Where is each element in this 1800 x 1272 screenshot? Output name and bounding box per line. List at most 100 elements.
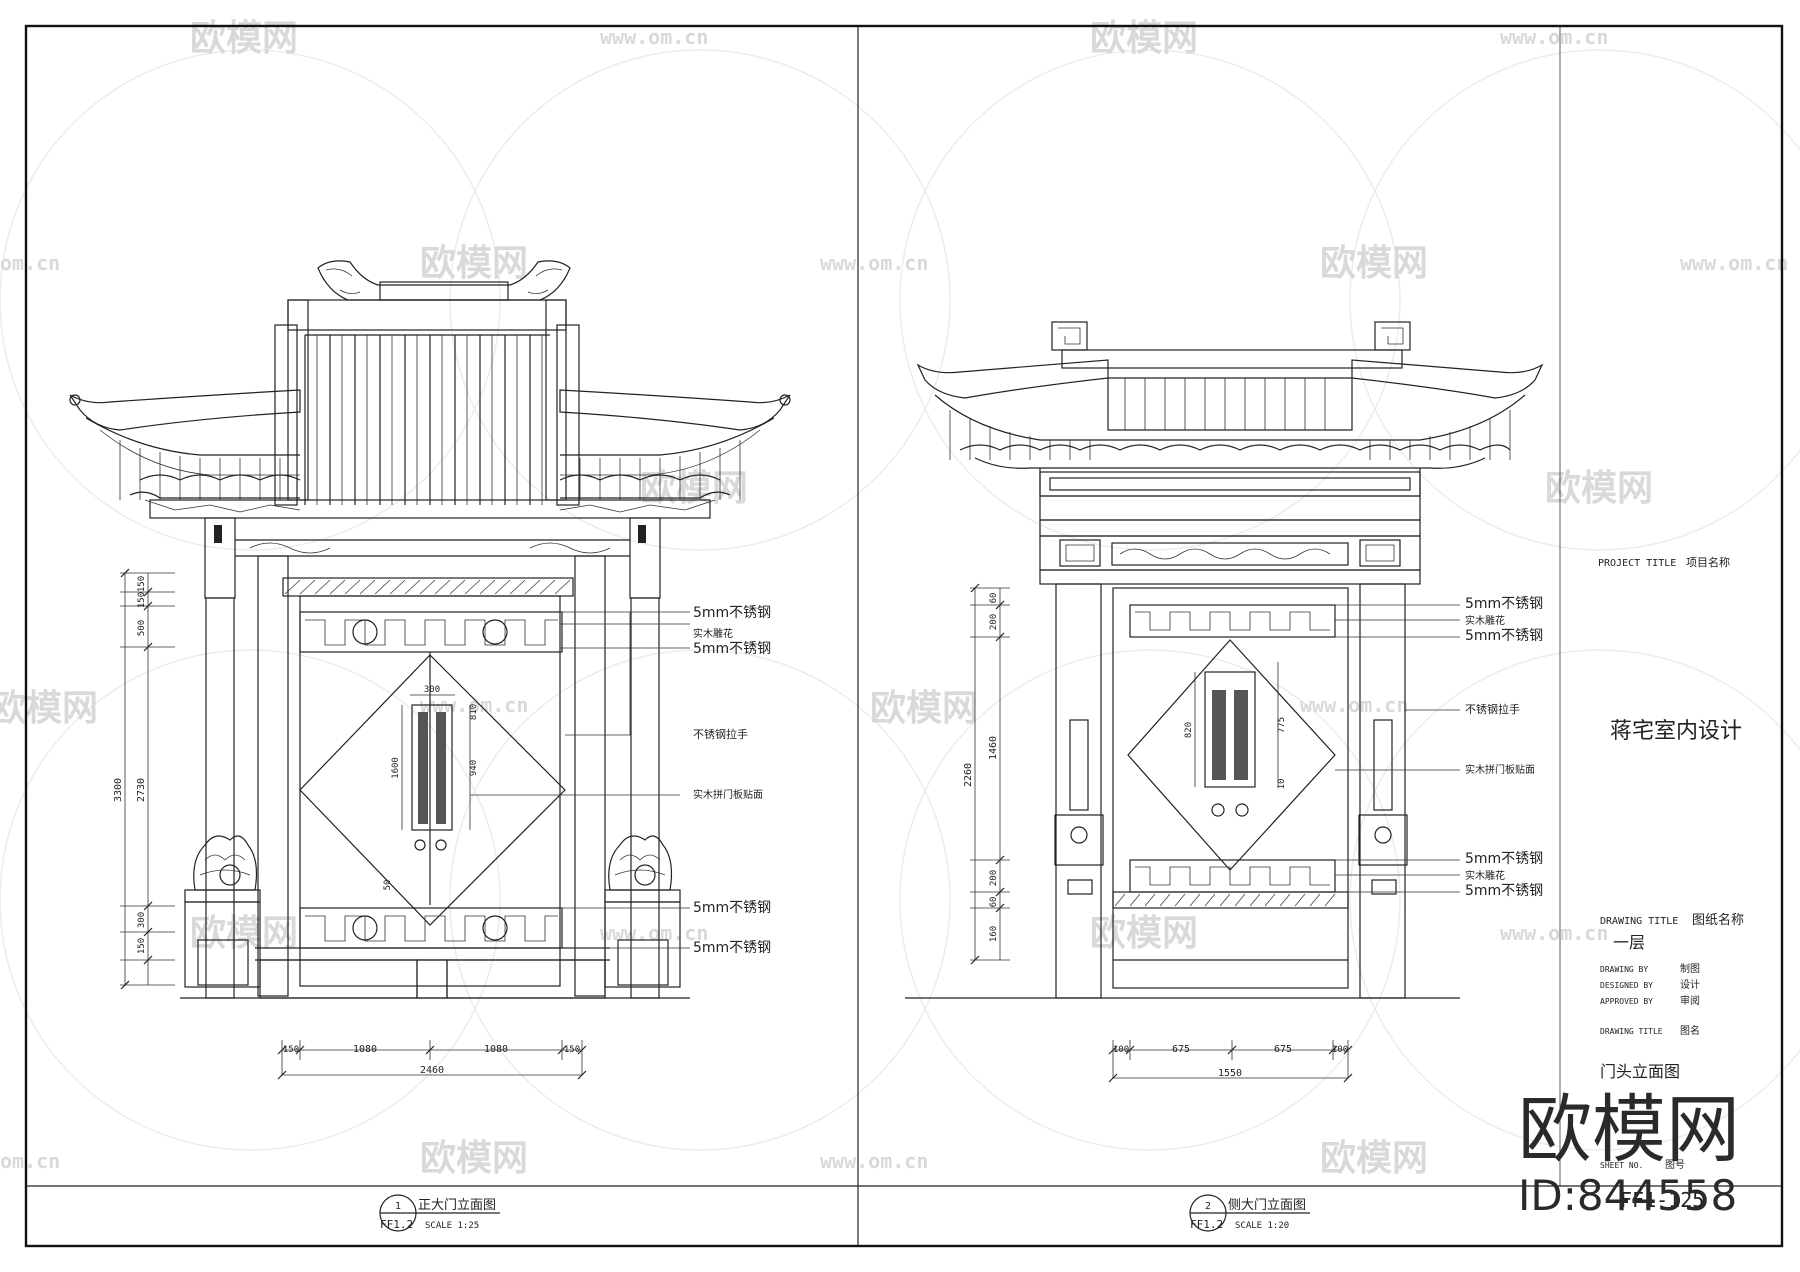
dim-total: 2460 — [420, 1065, 444, 1076]
note-text: 实木雕花 — [693, 627, 733, 640]
title-number: 1 — [395, 1201, 401, 1212]
note-text: 5mm不锈钢 — [693, 605, 771, 621]
note-text: 实木雕花 — [1465, 869, 1505, 882]
note-text: 不锈钢拉手 — [693, 727, 748, 741]
dim-text: 2260 — [963, 763, 974, 787]
door-frame — [255, 577, 610, 987]
title-scale: SCALE 1:20 — [1235, 1221, 1289, 1231]
left-base-step — [180, 959, 690, 999]
left-leader-notes: 5mm不锈钢 实木雕花 5mm不锈钢 不锈钢拉手 实木拼门板贴面 5mm不锈钢 … — [470, 605, 771, 956]
title-ref: FF1.2 — [1190, 1218, 1223, 1231]
dim-text: 2730 — [136, 778, 147, 802]
designed-by-value: 设计 — [1680, 978, 1700, 991]
side-door — [905, 587, 1460, 999]
dim-text: 150 — [564, 1045, 580, 1055]
watermark-url: www.om.cn — [1500, 921, 1608, 945]
left-drawing-title: 1 正大门立面图 FF1.2 SCALE 1:25 — [379, 1194, 500, 1232]
title-block: PROJECT TITLE 项目名称 蒋宅室内设计 DRAWING TITLE … — [1598, 555, 1744, 1212]
note-text: 实木雕花 — [1465, 614, 1505, 627]
note-text: 5mm不锈钢 — [693, 940, 771, 956]
posts — [205, 555, 660, 999]
lion-statue-right — [604, 835, 681, 988]
watermark-url: www.om.cn — [820, 1149, 928, 1173]
approved-by-value: 审阅 — [1680, 994, 1700, 1007]
dim-text: 675 — [1274, 1044, 1292, 1055]
right-leader-notes: 5mm不锈钢 实木雕花 5mm不锈钢 不锈钢拉手 实木拼门板贴面 5mm不锈钢 … — [1335, 596, 1543, 899]
watermark-url: om.cn — [0, 1149, 60, 1173]
title-ref: FF1.2 — [380, 1218, 413, 1231]
right-drawing-title: 2 侧大门立面图 FF1.2 SCALE 1:20 — [1189, 1194, 1310, 1232]
upper-roof — [274, 299, 580, 506]
watermark-brand: 欧模网 — [420, 243, 528, 284]
drawn-by-label: DRAWING BY — [1600, 965, 1648, 974]
watermark-brand: 欧模网 — [190, 913, 298, 954]
project-name: 蒋宅室内设计 — [1610, 719, 1742, 744]
approved-by-label: APPROVED BY — [1600, 997, 1653, 1006]
dim-text: 50 — [383, 880, 393, 891]
note-text: 实木拼门板贴面 — [693, 788, 763, 801]
dim-text: 10 — [1277, 779, 1287, 790]
right-elevation-drawing: 2260 200 60 1460 200 60 160 820 775 10 5… — [905, 321, 1544, 1232]
drawing-title-label: DRAWING TITLE — [1600, 916, 1678, 927]
dim-text: 1080 — [353, 1044, 377, 1055]
title-scale: SCALE 1:25 — [425, 1221, 479, 1231]
drawing-name: 门头立面图 — [1600, 1062, 1680, 1081]
dim-text: 60 — [989, 593, 999, 604]
note-text: 5mm不锈钢 — [1465, 596, 1543, 612]
watermark-brand: 欧模网 — [1320, 243, 1428, 284]
drawing-code-label: DRAWING TITLE — [1600, 1027, 1663, 1036]
brand-watermark: 欧模网 ID:844558 — [1518, 1087, 1740, 1220]
project-title-value: 项目名称 — [1686, 555, 1730, 569]
dim-text: 200 — [989, 870, 999, 886]
note-text: 不锈钢拉手 — [1465, 702, 1520, 716]
left-horizontal-dimensions: 150 1080 1080 150 2460 — [277, 1040, 587, 1080]
right-horizontal-dimensions: 100 675 675 100 1550 — [1108, 1040, 1353, 1083]
note-text: 5mm不锈钢 — [693, 641, 771, 657]
watermark-brand: 欧模网 — [1545, 468, 1653, 509]
ridge-caps — [1051, 321, 1411, 369]
dim-text: 810 — [469, 704, 479, 720]
brand-logo-text: 欧模网 — [1518, 1087, 1740, 1173]
side-lintel — [1039, 471, 1421, 585]
floor-label: 一层 — [1613, 933, 1645, 952]
dim-text: 150 — [137, 938, 147, 954]
left-inner-dimensions: 300 1600 940 810 50 — [383, 685, 479, 890]
dim-text: 150 — [137, 576, 147, 592]
left-vertical-dimensions: 3300 2730 150 150 500 300 150 — [113, 568, 175, 990]
note-text: 5mm不锈钢 — [1465, 883, 1543, 899]
note-text: 实木拼门板贴面 — [1465, 763, 1535, 776]
watermark-url: www.om.cn — [1300, 693, 1408, 717]
dim-text: 820 — [1184, 722, 1194, 738]
dim-text: 940 — [469, 760, 479, 776]
dim-text: 500 — [137, 620, 147, 636]
dim-text: 1600 — [391, 757, 401, 779]
right-inner-dimensions: 820 775 10 — [1184, 662, 1287, 789]
watermark-url: www.om.cn — [1500, 25, 1608, 49]
watermark-brand: 欧模网 — [1090, 18, 1198, 59]
watermark-brand: 欧模网 — [870, 688, 978, 729]
note-text: 5mm不锈钢 — [693, 900, 771, 916]
dim-text: 150 — [283, 1045, 299, 1055]
dim-text: 3300 — [113, 778, 124, 802]
watermark-url: www.om.cn — [1680, 251, 1788, 275]
note-text: 5mm不锈钢 — [1465, 851, 1543, 867]
watermark-brand: 欧模网 — [0, 688, 98, 729]
dim-text: 300 — [137, 912, 147, 928]
left-roof-wing — [69, 389, 301, 513]
sheet-code: FF1-125 — [1620, 1188, 1704, 1212]
drawing-title-value: 图纸名称 — [1692, 912, 1744, 928]
watermark-url: om.cn — [0, 251, 60, 275]
dim-text: 160 — [989, 926, 999, 942]
title-number: 2 — [1205, 1201, 1211, 1212]
designed-by-label: DESIGNED BY — [1600, 981, 1653, 990]
dim-text: 1460 — [988, 736, 999, 760]
drawing-code-value: 图名 — [1680, 1024, 1700, 1037]
drawn-by-value: 制图 — [1680, 962, 1700, 975]
dim-text: 100 — [1332, 1045, 1348, 1055]
side-roof — [916, 359, 1544, 495]
dim-total: 1550 — [1218, 1068, 1242, 1079]
title-text: 侧大门立面图 — [1228, 1198, 1306, 1213]
dim-text: 675 — [1172, 1044, 1190, 1055]
watermark-brand: 欧模网 — [1090, 913, 1198, 954]
watermark-brand: 欧模网 — [420, 1138, 528, 1179]
